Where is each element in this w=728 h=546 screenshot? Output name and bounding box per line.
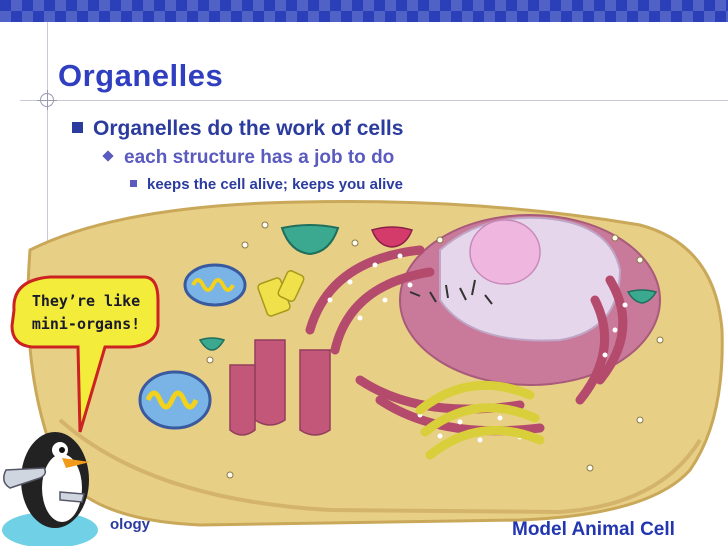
speech-line-1: They’re like <box>31 292 141 310</box>
top-banner <box>0 0 728 22</box>
page-title: Organelles <box>58 58 224 93</box>
top-banner-pattern <box>0 0 728 22</box>
bullet-level-1: Organelles do the work of cells <box>72 117 403 141</box>
mitochondrion-bottom <box>138 370 212 430</box>
crosshair-icon <box>37 90 57 110</box>
bullet-level-3: keeps the cell alive; keeps you alive <box>130 176 403 193</box>
bullet-text: each structure has a job to do <box>124 147 395 168</box>
free-ribosomes <box>206 221 664 479</box>
square-bullet-icon <box>130 180 137 187</box>
golgi-apparatus <box>415 380 545 460</box>
wrench-icon <box>3 467 85 503</box>
penguin-mascot-icon <box>2 432 98 546</box>
bullet-text: keeps the cell alive; keeps you alive <box>147 176 403 193</box>
nucleolus <box>469 219 541 285</box>
vesicle-pink <box>371 226 413 248</box>
er-ribosomes <box>327 253 628 443</box>
bullet-level-2: each structure has a job to do <box>102 147 395 169</box>
vesicle-small <box>198 337 226 351</box>
diamond-bullet-icon <box>102 150 114 162</box>
speech-line-2: mini-organs! <box>31 315 141 333</box>
footer-label: ology <box>110 516 150 533</box>
lysosome <box>626 289 658 304</box>
speech-bubble-text: They’re like mini-organs! <box>16 290 156 336</box>
figure-caption: Model Animal Cell <box>512 519 675 540</box>
speech-bubble <box>10 275 160 433</box>
guide-line-horizontal <box>20 100 728 101</box>
smooth-er <box>229 339 331 436</box>
vacuole-green <box>280 224 340 256</box>
mitochondrion-top <box>183 263 247 307</box>
bullet-text: Organelles do the work of cells <box>93 117 404 140</box>
cell-cut-face <box>58 418 702 515</box>
centriole <box>257 270 305 317</box>
square-bullet-icon <box>72 122 83 133</box>
chromatin <box>409 279 493 305</box>
